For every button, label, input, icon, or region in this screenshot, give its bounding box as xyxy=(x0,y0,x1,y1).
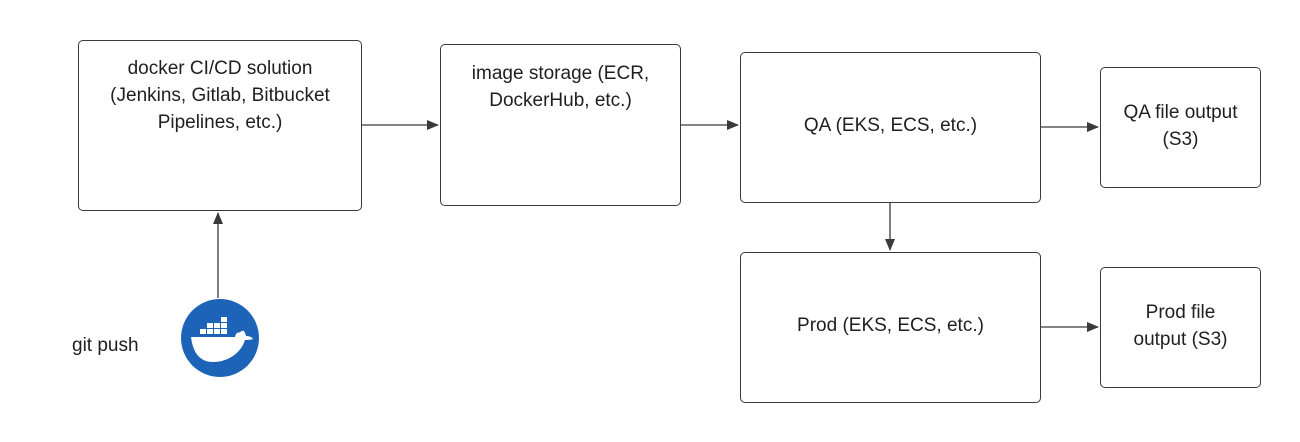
node-image-storage[interactable]: image storage (ECR, DockerHub, etc.) xyxy=(440,44,681,206)
node-label: QA (EKS, ECS, etc.) xyxy=(803,115,978,136)
node-qa[interactable]: QA (EKS, ECS, etc.) xyxy=(740,52,1041,203)
node-label: docker CI/CD solution (Jenkins, Gitlab, … xyxy=(110,58,330,133)
node-qa-file-output[interactable]: QA file output (S3) xyxy=(1100,67,1261,188)
git-push-label: git push xyxy=(72,335,139,356)
docker-whale-icon xyxy=(181,299,259,377)
node-label: image storage (ECR, DockerHub, etc.) xyxy=(471,63,650,111)
node-prod-file-output[interactable]: Prod file output (S3) xyxy=(1100,267,1261,388)
node-label: Prod (EKS, ECS, etc.) xyxy=(797,315,984,336)
node-docker-cicd-solution[interactable]: docker CI/CD solution (Jenkins, Gitlab, … xyxy=(78,40,362,211)
node-label: QA file output (S3) xyxy=(1123,101,1238,150)
node-label: Prod file output (S3) xyxy=(1133,301,1228,350)
node-prod[interactable]: Prod (EKS, ECS, etc.) xyxy=(740,252,1041,403)
